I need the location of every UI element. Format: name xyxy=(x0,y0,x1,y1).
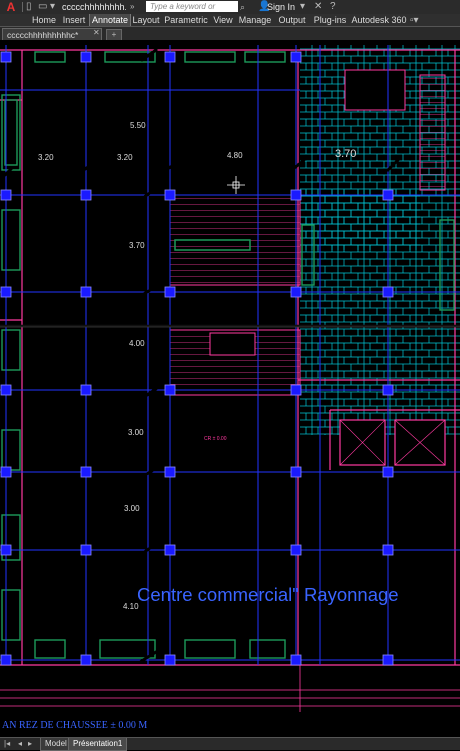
dim-label: 4.00 xyxy=(129,339,145,348)
document-title: ccccchhhhhhhh... xyxy=(62,2,126,12)
tab-plugins[interactable]: Plug-ins xyxy=(313,15,347,25)
tab-layout[interactable]: Layout xyxy=(132,15,160,25)
file-tab-bar: ccccchhhhhhhhhc* ✕ + xyxy=(0,27,460,41)
divider xyxy=(0,26,460,27)
help-icon[interactable]: ? xyxy=(330,1,336,12)
tab-insert[interactable]: Insert xyxy=(62,15,86,25)
tab-view[interactable]: View xyxy=(213,15,233,25)
dim-label: 4.10 xyxy=(123,602,139,611)
quick-access-dropdown-icon[interactable]: ▾ xyxy=(50,1,56,12)
layout-tab-bar: |◂ ◂ ▸ Model Présentation1 xyxy=(0,737,460,751)
open-folder-icon[interactable]: ▭ xyxy=(38,1,48,12)
tab-autodesk-360[interactable]: Autodesk 360 xyxy=(351,15,407,25)
dim-label: 3.20 xyxy=(117,153,133,162)
dimension-labels: 5.50 3.20 3.20 4.80 3.70 3.70 4.00 3.00 … xyxy=(38,121,356,611)
level-note: CR ± 0.00 xyxy=(204,436,227,442)
ribbon-options-icon[interactable]: ▫▾ xyxy=(410,15,419,26)
columns xyxy=(0,51,394,666)
slash-markers xyxy=(0,48,400,664)
exchange-icon[interactable]: ✕ xyxy=(314,1,323,12)
project-title: Centre commercial" Rayonnage xyxy=(137,584,399,605)
prev-tab-icon[interactable]: ◂ xyxy=(18,739,23,748)
ribbon-tab-bar: Home Insert Annotate Layout Parametric V… xyxy=(0,14,460,27)
tab-home[interactable]: Home xyxy=(31,15,56,25)
floor-plan-drawing: 5.50 3.20 3.20 4.80 3.70 3.70 4.00 3.00 … xyxy=(0,45,460,731)
file-tab[interactable]: ccccchhhhhhhhhc* xyxy=(2,28,102,40)
dimension-strip xyxy=(0,665,460,712)
dim-label: 4.80 xyxy=(227,151,243,160)
dim-label: 3.00 xyxy=(128,428,144,437)
tab-parametric[interactable]: Parametric xyxy=(164,15,208,25)
separator xyxy=(22,2,23,12)
close-tab-icon[interactable]: ✕ xyxy=(93,28,100,37)
drawing-canvas[interactable]: 5.50 3.20 3.20 4.80 3.70 3.70 4.00 3.00 … xyxy=(0,40,460,737)
dim-label: 3.70 xyxy=(129,241,145,250)
signin-dropdown-icon[interactable]: ▾ xyxy=(300,1,306,12)
tab-output[interactable]: Output xyxy=(278,15,306,25)
crosshair-cursor xyxy=(227,176,245,194)
plan-label: AN REZ DE CHAUSSEE ± 0.00 M xyxy=(2,720,147,731)
user-icon: 👤 xyxy=(258,1,271,12)
tab-manage[interactable]: Manage xyxy=(238,15,272,25)
first-tab-icon[interactable]: |◂ xyxy=(4,739,11,748)
search-icon[interactable]: ⌕ xyxy=(240,2,246,12)
title-bar: A ▯ ▭ ▾ ccccchhhhhhhh... » Type a keywor… xyxy=(0,0,460,22)
new-file-icon[interactable]: ▯ xyxy=(26,1,32,12)
dim-label: 3.70 xyxy=(335,148,356,160)
stairwell xyxy=(169,69,446,466)
tab-presentation1[interactable]: Présentation1 xyxy=(68,738,128,751)
next-tab-icon[interactable]: ▸ xyxy=(28,739,33,748)
dim-label: 3.00 xyxy=(124,504,140,513)
autocad-logo-icon[interactable]: A xyxy=(6,0,16,14)
chevron-right-icon[interactable]: » xyxy=(130,2,135,11)
tab-annotate[interactable]: Annotate xyxy=(89,14,131,27)
sign-in-link[interactable]: Sign In xyxy=(267,2,296,12)
dim-label: 5.50 xyxy=(130,121,146,130)
dim-label: 3.20 xyxy=(38,153,54,162)
search-input[interactable]: Type a keyword or phrase xyxy=(146,1,238,22)
